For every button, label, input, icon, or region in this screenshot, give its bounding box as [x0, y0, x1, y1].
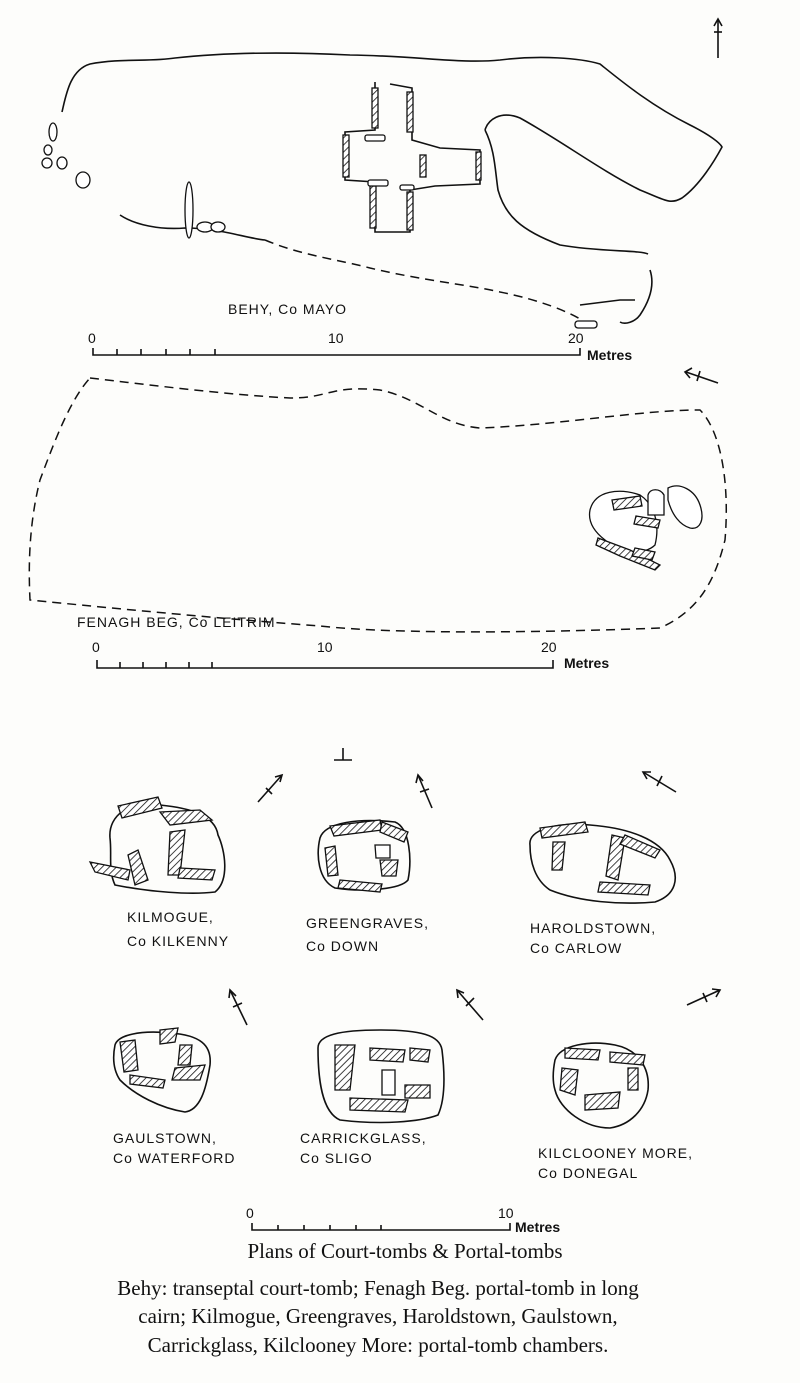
small-scale-10: 10 [498, 1205, 514, 1221]
north-arrow-icon [415, 773, 433, 809]
north-arrow-icon [257, 773, 284, 803]
north-arrow-icon [228, 988, 248, 1026]
behy-scale-0: 0 [88, 330, 96, 346]
carrickglass-label-county: Co SLIGO [300, 1150, 373, 1166]
gaulstown-plan [112, 1027, 211, 1113]
haroldstown-label-county: Co CARLOW [530, 940, 622, 956]
north-arrow-icon [686, 988, 722, 1006]
behy-label: BEHY, Co MAYO [228, 301, 347, 317]
greengraves-label-name: GREENGRAVES, [306, 915, 429, 931]
north-arrow-icon [334, 748, 352, 761]
kilclooney-more-plan [552, 1042, 650, 1129]
gaulstown-label-county: Co WATERFORD [113, 1150, 235, 1166]
fenagh-beg-scale-bar [96, 660, 554, 669]
figure-title: Plans of Court-tombs & Portal-tombs [248, 1239, 563, 1263]
carrickglass-label-name: CARRICKGLASS, [300, 1130, 427, 1146]
fenagh-beg-plan [28, 377, 728, 633]
kilmogue-label-name: KILMOGUE, [127, 909, 214, 925]
caption-line-3: Carrickglass, Kilclooney More: portal-to… [148, 1333, 609, 1357]
fenagh-beg-label: FENAGH BEG, Co LEITRIM [77, 614, 276, 630]
behy-plan [41, 52, 723, 329]
fenagh-beg-scale-10: 10 [317, 639, 333, 655]
kilmogue-label-county: Co KILKENNY [127, 933, 229, 949]
carrickglass-plan [317, 1029, 445, 1124]
caption-line-2: cairn; Kilmogue, Greengraves, Haroldstow… [138, 1304, 617, 1328]
behy-scale-unit: Metres [587, 347, 632, 363]
kilclooney-label-name: KILCLOONEY MORE, [538, 1145, 693, 1161]
greengraves-label-county: Co DOWN [306, 938, 379, 954]
north-arrow-icon [641, 771, 677, 793]
north-arrow-icon [683, 367, 719, 384]
behy-scale-20: 20 [568, 330, 584, 346]
haroldstown-label-name: HAROLDSTOWN, [530, 920, 656, 936]
small-plans-scale-bar [251, 1223, 511, 1231]
fenagh-beg-scale-20: 20 [541, 639, 557, 655]
gaulstown-label-name: GAULSTOWN, [113, 1130, 217, 1146]
greengraves-plan [317, 819, 411, 893]
north-arrow-icon [713, 17, 723, 58]
small-scale-unit: Metres [515, 1219, 560, 1235]
haroldstown-plan [529, 821, 676, 904]
behy-scale-10: 10 [328, 330, 344, 346]
caption-line-1: Behy: transeptal court-tomb; Fenagh Beg.… [117, 1276, 639, 1300]
north-arrow-icon [456, 988, 484, 1021]
fenagh-beg-scale-0: 0 [92, 639, 100, 655]
small-scale-0: 0 [246, 1205, 254, 1221]
kilmogue-plan [88, 796, 226, 894]
behy-scale-bar [92, 348, 581, 356]
kilclooney-label-county: Co DONEGAL [538, 1165, 638, 1181]
fenagh-beg-scale-unit: Metres [564, 655, 609, 671]
